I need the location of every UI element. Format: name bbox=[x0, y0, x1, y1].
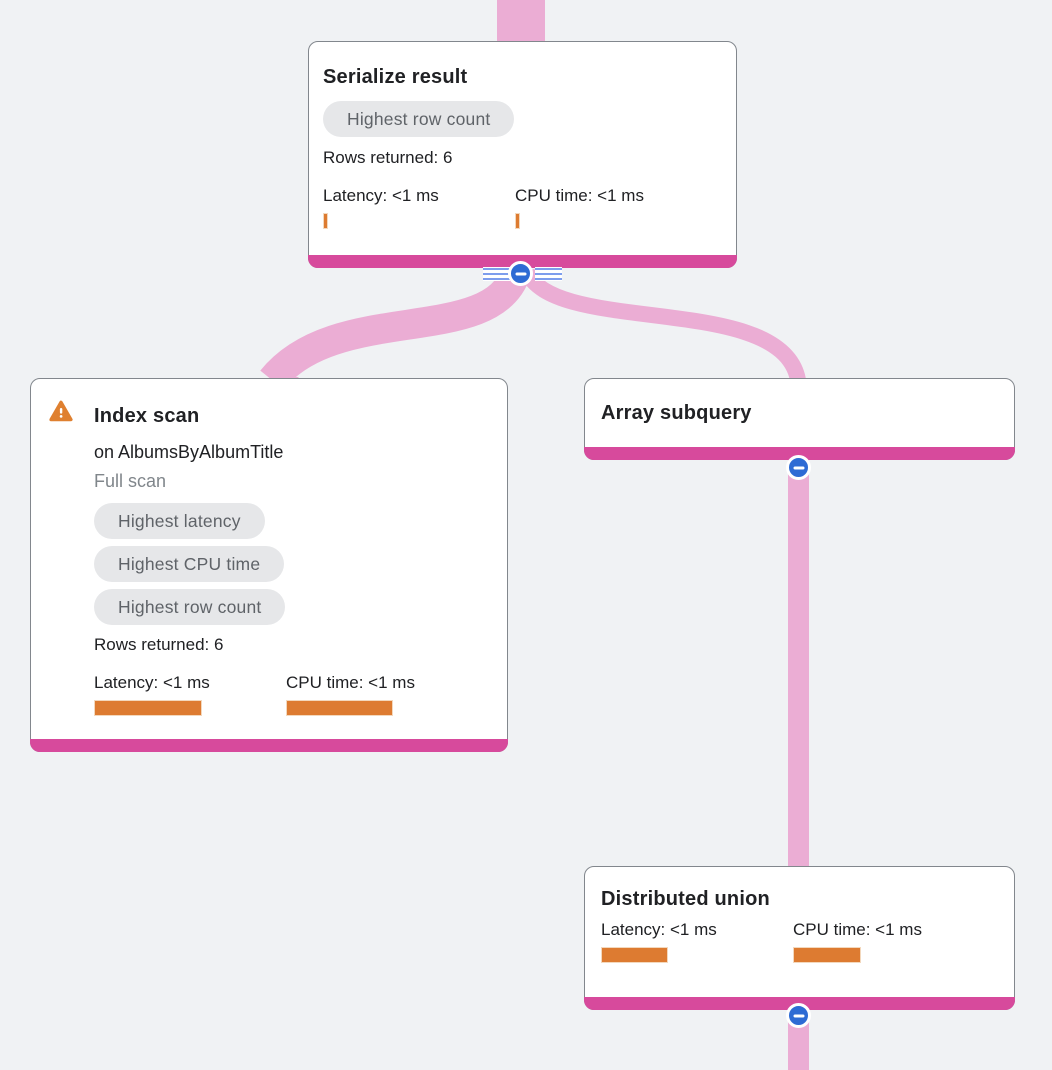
metrics-row: Latency: <1 ms CPU time: <1 ms bbox=[601, 920, 998, 963]
latency-bar bbox=[601, 947, 668, 963]
node-title: Serialize result bbox=[323, 66, 468, 88]
badge-highest-cpu-time: Highest CPU time bbox=[94, 546, 285, 582]
cpu-time-bar bbox=[286, 700, 393, 716]
node-accent-bar bbox=[30, 739, 508, 752]
node-distributed-union[interactable]: Distributed union Latency: <1 ms CPU tim… bbox=[584, 866, 1015, 1010]
badge-list: Highest latency Highest CPU time Highest… bbox=[94, 503, 491, 632]
cpu-time-label: CPU time: <1 ms bbox=[793, 920, 922, 939]
cpu-time-label: CPU time: <1 ms bbox=[286, 673, 415, 692]
edge-lines-decoration-left bbox=[483, 267, 510, 281]
badge-highest-latency: Highest latency bbox=[94, 503, 265, 539]
index-target-label: on AlbumsByAlbumTitle bbox=[94, 442, 284, 462]
latency-bar bbox=[94, 700, 202, 716]
edge-serialize-to-index-scan bbox=[260, 266, 531, 391]
cpu-time-bar bbox=[793, 947, 861, 963]
collapse-button-serialize-result[interactable] bbox=[508, 261, 533, 286]
node-title: Distributed union bbox=[601, 888, 770, 910]
metrics-row: Latency: <1 ms CPU time: <1 ms bbox=[323, 186, 722, 229]
latency-metric: Latency: <1 ms bbox=[601, 920, 793, 963]
badge-highest-row-count: Highest row count bbox=[323, 101, 515, 137]
collapse-button-array-subquery[interactable] bbox=[786, 455, 811, 480]
cpu-time-metric: CPU time: <1 ms bbox=[286, 673, 478, 716]
latency-label: Latency: <1 ms bbox=[94, 673, 210, 692]
minus-icon bbox=[793, 466, 804, 469]
node-title: Index scan bbox=[94, 405, 200, 427]
cpu-time-label: CPU time: <1 ms bbox=[515, 186, 644, 205]
latency-label: Latency: <1 ms bbox=[601, 920, 717, 939]
badge-highest-row-count: Highest row count bbox=[94, 589, 286, 625]
cpu-time-metric: CPU time: <1 ms bbox=[793, 920, 985, 963]
minus-icon bbox=[793, 1014, 804, 1017]
edge-array-subquery-to-distributed-union bbox=[788, 454, 809, 870]
edge-parent-to-serialize-result bbox=[497, 0, 545, 44]
rows-returned-label: Rows returned: 6 bbox=[323, 148, 453, 167]
node-serialize-result[interactable]: Serialize result Highest row count Rows … bbox=[308, 41, 737, 268]
minus-icon bbox=[515, 272, 526, 275]
node-accent-bar bbox=[584, 447, 1015, 460]
edge-serialize-to-array-subquery bbox=[519, 267, 806, 383]
node-array-subquery[interactable]: Array subquery bbox=[584, 378, 1015, 460]
cpu-time-metric: CPU time: <1 ms bbox=[515, 186, 707, 229]
node-index-scan[interactable]: Index scan on AlbumsByAlbumTitle Full sc… bbox=[30, 378, 508, 752]
latency-label: Latency: <1 ms bbox=[323, 186, 439, 205]
collapse-button-distributed-union[interactable] bbox=[786, 1003, 811, 1028]
latency-metric: Latency: <1 ms bbox=[323, 186, 515, 229]
warning-icon bbox=[49, 400, 73, 422]
edge-lines-decoration-right bbox=[535, 267, 562, 281]
latency-bar bbox=[323, 213, 328, 229]
metrics-row: Latency: <1 ms CPU time: <1 ms bbox=[94, 673, 491, 716]
scan-type-label: Full scan bbox=[94, 471, 167, 491]
latency-metric: Latency: <1 ms bbox=[94, 673, 286, 716]
node-title: Array subquery bbox=[601, 402, 752, 424]
cpu-time-bar bbox=[515, 213, 520, 229]
rows-returned-label: Rows returned: 6 bbox=[94, 635, 224, 654]
